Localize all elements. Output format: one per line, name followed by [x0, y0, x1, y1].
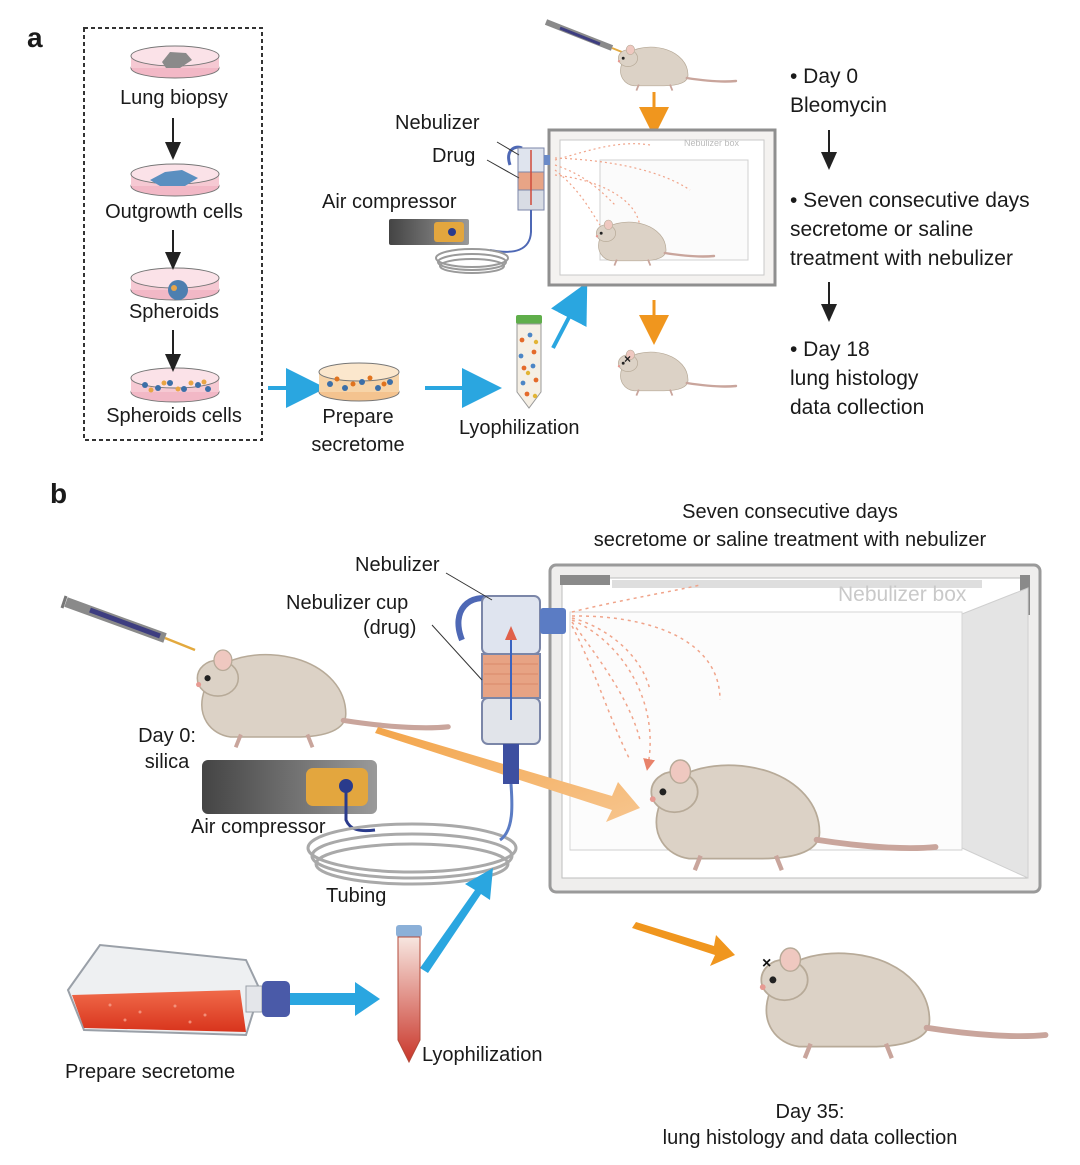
mist-lines-b — [571, 584, 721, 771]
culture-flask-icon — [66, 943, 290, 1037]
cup-pointer — [431, 624, 483, 681]
air-compressor-b — [202, 760, 377, 833]
timeline-treatment-line2: secretome or saline — [790, 218, 974, 241]
header-b-line2: secretome or saline treatment with nebul… — [593, 529, 987, 551]
nebulizer-a-pointer — [496, 141, 520, 156]
mist-lines-a — [554, 143, 691, 231]
timeline-day18-line1: • Day 18 — [790, 338, 870, 361]
panel-a-letter: a — [27, 22, 43, 53]
timeline-day18-line2: lung histology — [790, 367, 919, 390]
label-prepare-a-1: Prepare — [322, 406, 394, 428]
label-drug-a: Drug — [432, 145, 476, 167]
blue-arrow-to-box-a — [551, 282, 588, 349]
label-air-compressor-b: Air compressor — [191, 816, 326, 838]
petri-dish-outgrowth-icon — [130, 163, 220, 197]
label-tubing: Tubing — [326, 885, 387, 907]
label-spheroids-cells: Spheroids cells — [106, 405, 242, 427]
nebulizer-device-b — [455, 595, 566, 784]
dead-mark-b: × — [762, 955, 771, 972]
syringe-icon-a — [544, 19, 623, 53]
label-lyophilization-a: Lyophilization — [459, 417, 580, 439]
label-nebulizer-a: Nebulizer — [395, 112, 480, 134]
timeline-day18: • Day 18 lung histology data collection — [790, 335, 924, 422]
mouse-day35-icon — [760, 948, 1046, 1058]
lyophilization-tube-icon — [516, 315, 542, 409]
label-outgrowth-cells: Outgrowth cells — [105, 201, 243, 223]
dead-mark-a: × — [624, 352, 631, 366]
petri-dish-spheroids-icon — [130, 267, 220, 301]
nebulizer-box-a — [547, 128, 777, 287]
mouse-bleomycin-icon — [616, 43, 738, 92]
timeline-treatment-line1: • Seven consecutive days — [790, 189, 1030, 212]
label-lung-biopsy: Lung biopsy — [120, 87, 228, 109]
air-compressor-a — [389, 219, 509, 274]
petri-dish-lung-biopsy-icon — [130, 45, 220, 79]
petri-dish-spheroid-cells-icon — [130, 367, 220, 403]
cell-culture-dashed-box — [83, 27, 263, 441]
timeline-day18-line3: data collection — [790, 396, 925, 419]
panel-b-letter: b — [50, 478, 68, 509]
blue-arrow-b1 — [290, 982, 380, 1016]
label-spheroids: Spheroids — [128, 301, 220, 323]
nebulizer-pointer — [445, 572, 493, 601]
label-day35-2: lung histology and data collection — [662, 1127, 958, 1149]
timeline-day0-line1: • Day 0 — [790, 65, 859, 88]
header-b-line1: Seven consecutive days — [682, 501, 898, 523]
timeline-treatment: • Seven consecutive days secretome or sa… — [790, 186, 1030, 273]
nebulizer-device-a — [489, 145, 550, 253]
label-day0-b-2: silica — [144, 751, 190, 773]
label-lyophilization-b: Lyophilization — [422, 1044, 543, 1066]
label-prepare-a-2: secretome — [311, 434, 405, 456]
label-nebulizer-b: Nebulizer — [355, 554, 440, 576]
label-day35-1: Day 35: — [775, 1101, 845, 1123]
mouse-day18-icon — [616, 348, 738, 397]
timeline-day0-line2: Bleomycin — [790, 94, 887, 117]
label-nebulizer-cup-1: Nebulizer cup — [286, 592, 409, 614]
drug-a-pointer — [486, 159, 520, 179]
label-nebulizer-box-a: Nebulizer box — [684, 138, 740, 148]
secretome-dish-icon — [318, 362, 400, 402]
blue-arrow-b2 — [420, 868, 493, 973]
label-prepare-secretome-b: Prepare secretome — [65, 1061, 236, 1083]
label-air-compressor-a: Air compressor — [322, 191, 457, 213]
mouse-silica-icon — [196, 650, 448, 747]
orange-arrow-b2 — [632, 922, 735, 966]
tubing-coil — [306, 783, 518, 886]
label-nebulizer-box-b: Nebulizer box — [838, 583, 967, 606]
label-day0-b-1: Day 0: — [138, 725, 196, 747]
timeline-day0: • Day 0 Bleomycin — [790, 62, 887, 120]
timeline-treatment-line3: treatment with nebulizer — [790, 247, 1013, 270]
syringe-icon-b — [60, 595, 196, 652]
lyophilization-tube-b-icon — [396, 925, 422, 1064]
label-nebulizer-cup-2: (drug) — [363, 617, 417, 639]
